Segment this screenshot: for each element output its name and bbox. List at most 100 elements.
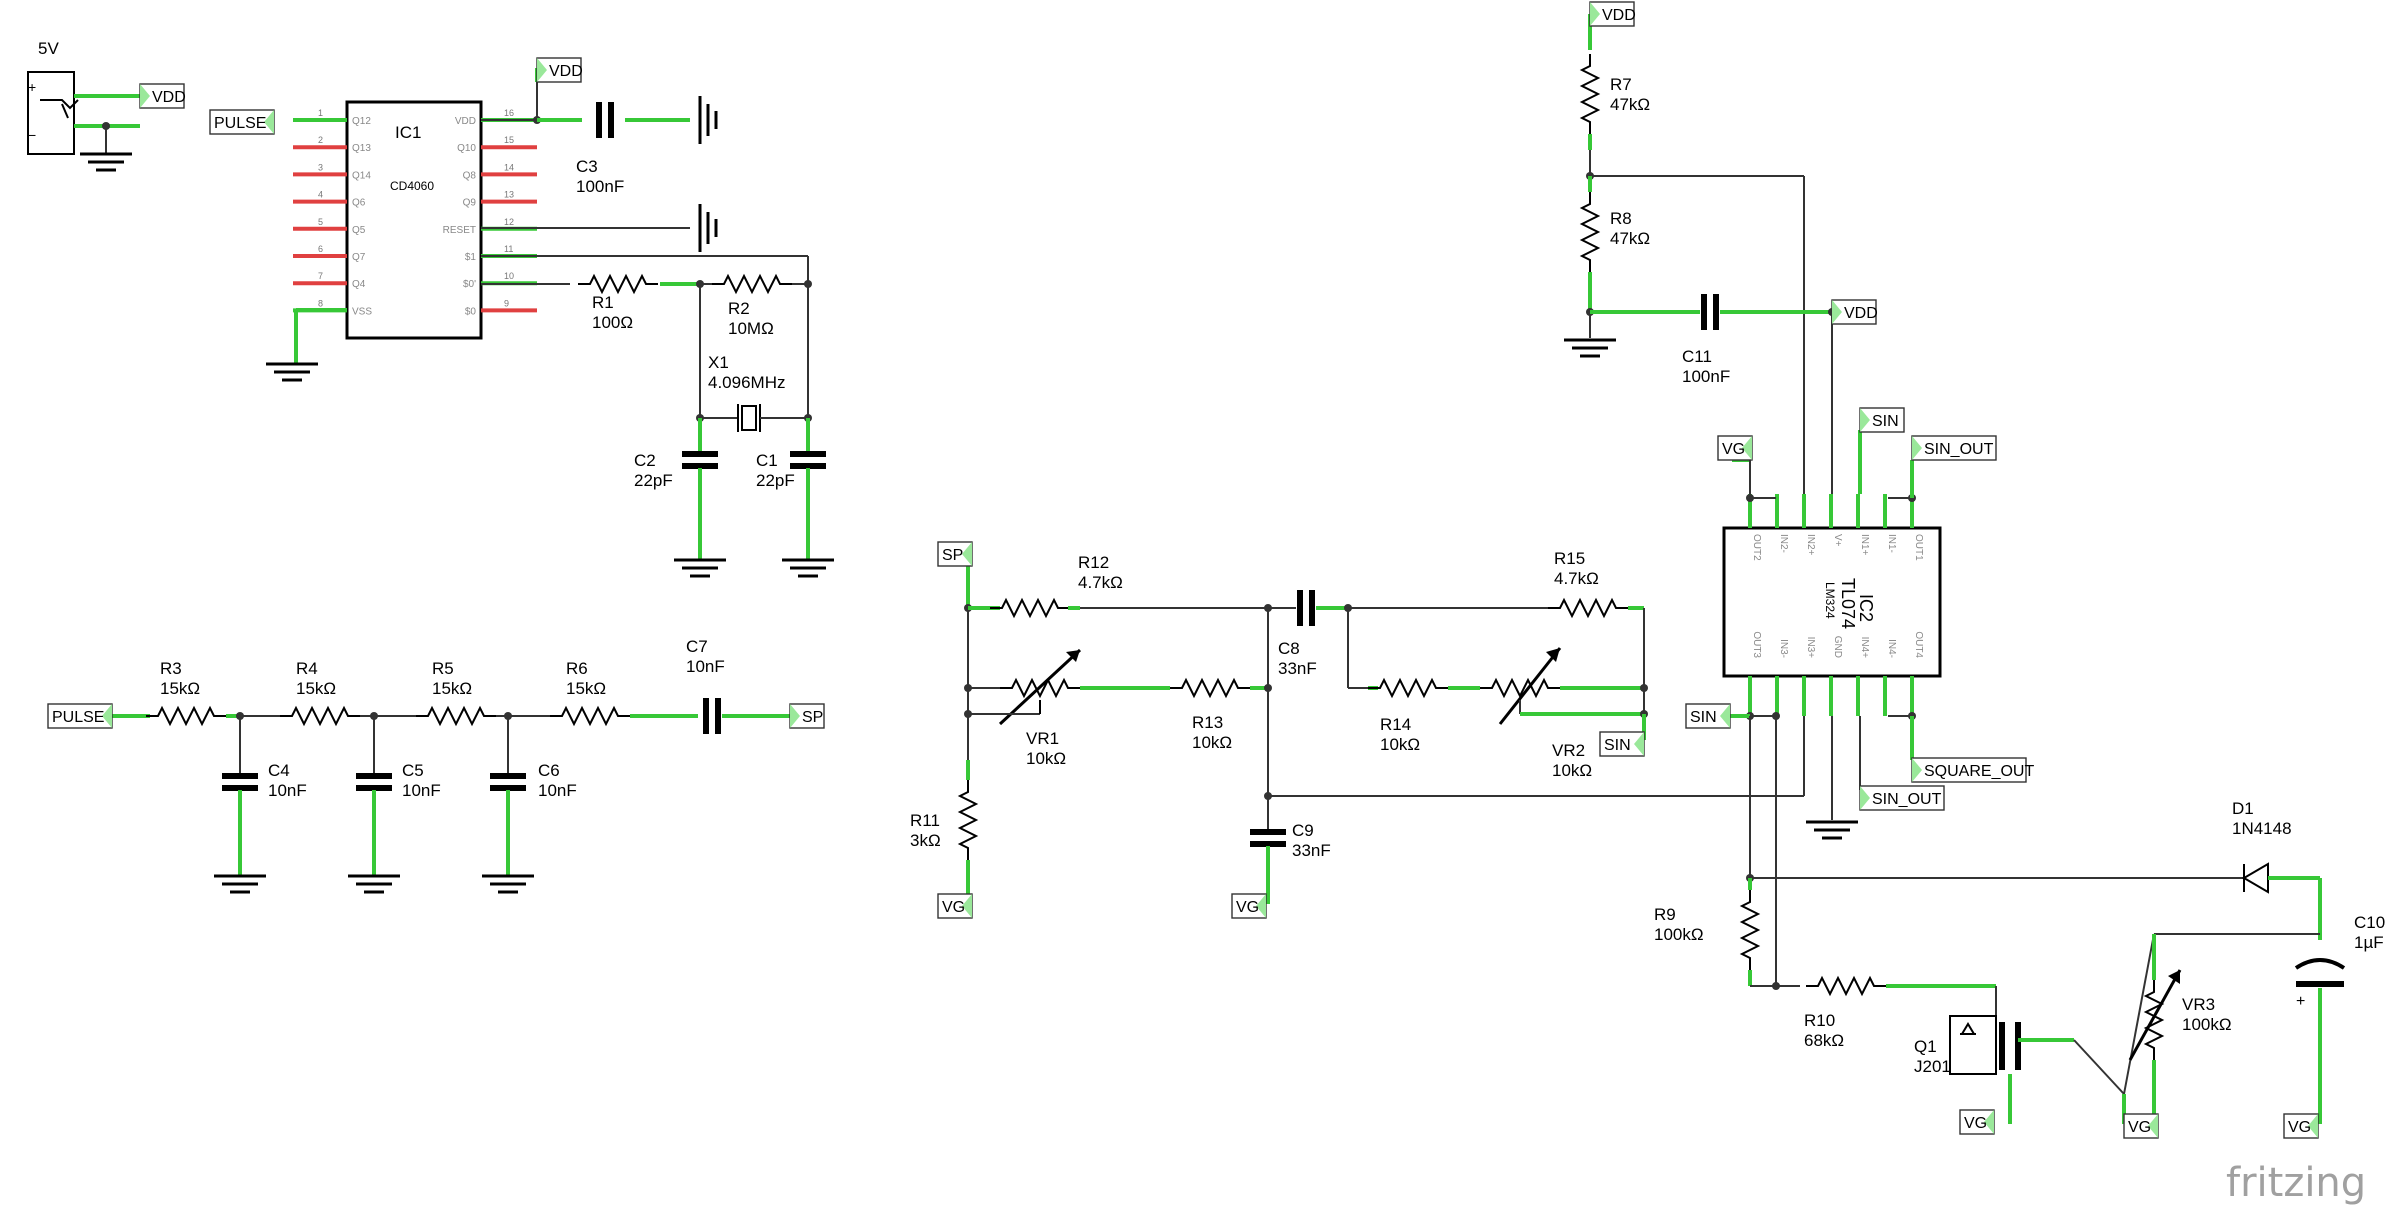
c5-value: 10nF <box>402 781 441 800</box>
r5-ref: R5 <box>432 659 454 678</box>
net-tag-vg: VG <box>1717 435 1753 461</box>
net-tag-label: SP <box>802 709 823 726</box>
ic1-pin-number: 11 <box>504 244 513 254</box>
c4-value: 10nF <box>268 781 307 800</box>
ic1-pin-name: Q5 <box>352 225 366 236</box>
ic1-pin-number: 3 <box>318 162 323 172</box>
c8-value: 33nF <box>1278 659 1317 678</box>
net-tag-vg: VG <box>1231 893 1267 919</box>
r10-ref: R10 <box>1804 1011 1835 1030</box>
vr3-value: 100kΩ <box>2182 1015 2232 1034</box>
r2-value: 10MΩ <box>728 319 774 338</box>
ic1-pin-number: 16 <box>504 108 514 118</box>
ic1-part: CD4060 <box>390 179 434 193</box>
r15-value: 4.7kΩ <box>1554 569 1599 588</box>
net-tag-label: SP <box>942 547 963 564</box>
ic1-pin-name: Q14 <box>352 170 371 181</box>
net-tag-label: SIN_OUT <box>1924 441 1994 458</box>
net-tag-pulse: PULSE <box>209 109 275 135</box>
c1-value: 22pF <box>756 471 795 490</box>
c7-ref: C7 <box>686 637 708 656</box>
net-tag-vg: VG <box>1959 1109 1995 1135</box>
net-tag-label: VDD <box>1844 305 1878 322</box>
net-tag-label: PULSE <box>52 709 104 726</box>
net-tag-vdd: VDD <box>1831 299 1878 325</box>
net-tag-vg: VG <box>2283 1113 2319 1139</box>
c6-ref: C6 <box>538 761 560 780</box>
ic2-ref: IC2 <box>1856 594 1876 622</box>
svg-text:+: + <box>2296 993 2305 1010</box>
vr2-ref: VR2 <box>1552 741 1585 760</box>
ic2-pin-name: IN4- <box>1886 639 1897 658</box>
net-tag-vdd: VDD <box>139 83 186 109</box>
c1-ref: C1 <box>756 451 778 470</box>
net-tag-label: SIN <box>1872 413 1899 430</box>
r13-ref: R13 <box>1192 713 1223 732</box>
vr1-ref: VR1 <box>1026 729 1059 748</box>
ic2-pin-name: V+ <box>1832 534 1843 547</box>
svg-text:−: − <box>28 127 36 143</box>
r4-value: 15kΩ <box>296 679 336 698</box>
c8-ref: C8 <box>1278 639 1300 658</box>
r9-value: 100kΩ <box>1654 925 1704 944</box>
ic1-pin-number: 15 <box>504 135 514 145</box>
r14-ref: R14 <box>1380 715 1411 734</box>
r9-ref: R9 <box>1654 905 1676 924</box>
net-tag-sp: SP <box>789 703 825 729</box>
power-jack: 5V + − <box>27 39 140 172</box>
ic1-pin-number: 5 <box>318 217 323 227</box>
net-tag-sin: SIN <box>1859 407 1905 433</box>
r6-value: 15kΩ <box>566 679 606 698</box>
net-tag-label: PULSE <box>214 115 266 132</box>
ic1-pin-name: $0 <box>465 306 477 317</box>
ic1-pin-number: 10 <box>504 271 514 281</box>
ic2-pin-name: IN3- <box>1778 639 1789 658</box>
vr3-ref: VR3 <box>2182 995 2215 1014</box>
r12-ref: R12 <box>1078 553 1109 572</box>
ic1-pin-name: $0' <box>463 279 476 290</box>
ic1-pin-name: Q7 <box>352 252 366 263</box>
x1-ref: X1 <box>708 353 729 372</box>
ic1-pin-name: Q13 <box>352 143 371 154</box>
net-tag-label: VDD <box>549 63 583 80</box>
r13-value: 10kΩ <box>1192 733 1232 752</box>
ic2-pin-name: GND <box>1832 636 1843 658</box>
c10-ref: C10 <box>2354 913 2385 932</box>
ic2-pin-name: IN1+ <box>1859 534 1870 556</box>
r4-ref: R4 <box>296 659 318 678</box>
power-jack-label: 5V <box>38 39 59 58</box>
net-tag-sin-out: SIN_OUT <box>1859 785 1945 811</box>
ic1-pin-name: $1 <box>465 252 477 263</box>
ic1-pin-name: VSS <box>352 306 372 317</box>
net-tag-sp: SP <box>937 541 973 567</box>
ic2-pin-name: IN1- <box>1886 534 1897 553</box>
net-tag-label: SQUARE_OUT <box>1924 763 2034 780</box>
svg-text:+: + <box>28 79 36 95</box>
r11-ref: R11 <box>910 811 940 830</box>
c11-ref: C11 <box>1682 347 1712 366</box>
ic1-ref: IC1 <box>395 123 421 142</box>
vr1-value: 10kΩ <box>1026 749 1066 768</box>
ic1-pin-number: 2 <box>318 135 323 145</box>
c2-ref: C2 <box>634 451 656 470</box>
r2-ref: R2 <box>728 299 750 318</box>
d1-value: 1N4148 <box>2232 819 2292 838</box>
c3-ref: C3 <box>576 157 598 176</box>
r3-ref: R3 <box>160 659 182 678</box>
c9-ref: C9 <box>1292 821 1314 840</box>
net-tag-label: VG <box>1964 1115 1987 1132</box>
ic1-pin-number: 13 <box>504 190 514 200</box>
net-tag-label: VG <box>2128 1119 2151 1136</box>
net-tag-pulse: PULSE <box>47 703 113 729</box>
net-tag-square-out: SQUARE_OUT <box>1911 757 2034 783</box>
r1-value: 100Ω <box>592 313 633 332</box>
ic1-pin-name: VDD <box>455 116 476 127</box>
ic2-pin-name: IN2- <box>1778 534 1789 553</box>
c5-ref: C5 <box>402 761 424 780</box>
d1-ref: D1 <box>2232 799 2254 818</box>
ic2-pin-name: OUT3 <box>1751 631 1762 658</box>
net-tag-label: SIN_OUT <box>1872 791 1942 808</box>
net-tag-sin: SIN <box>1685 703 1731 729</box>
